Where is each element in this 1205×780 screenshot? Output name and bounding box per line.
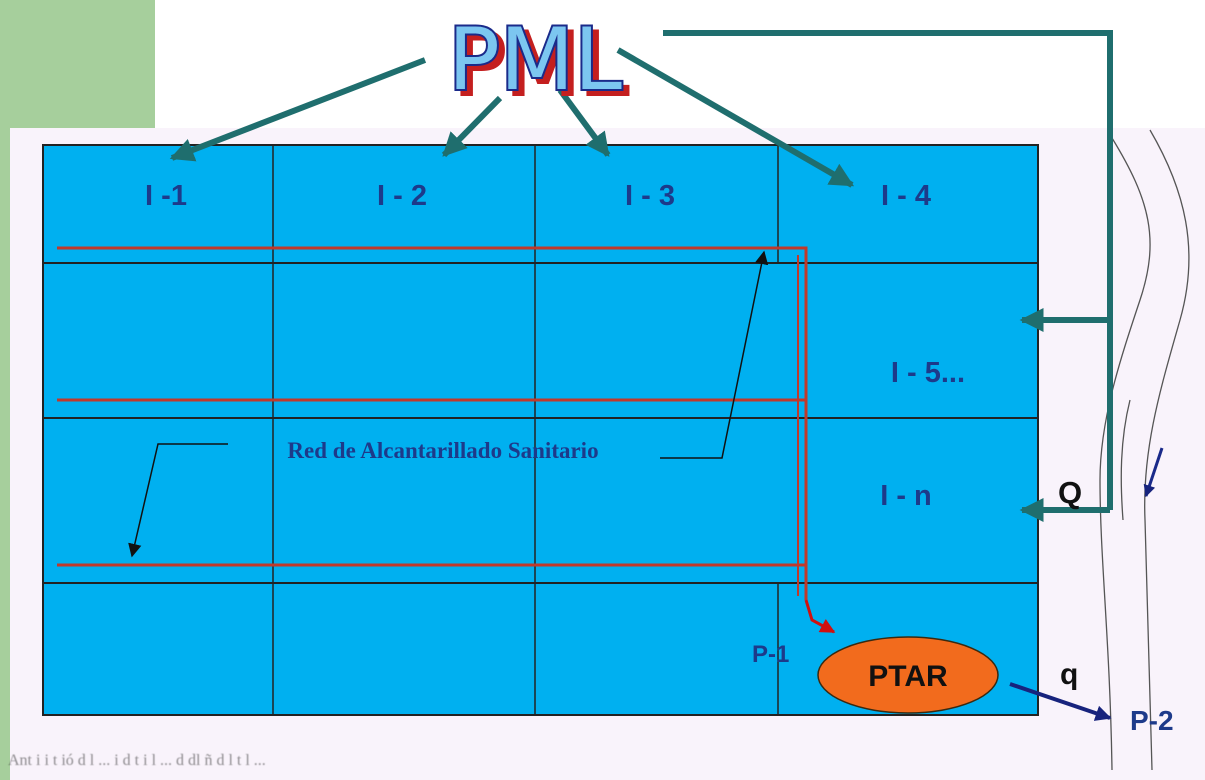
river-bank-left — [1099, 137, 1151, 771]
zone-label-i2: I - 2 — [377, 180, 427, 212]
point-label-p1: P-1 — [752, 641, 789, 668]
zone-labels: I -1 I - 2 I - 3 I - 4 I - 5... I - n — [145, 180, 965, 512]
point-label-p2: P-2 — [1130, 705, 1174, 736]
grid-background — [42, 144, 1039, 716]
river — [1099, 129, 1190, 771]
sewer-to-plant-arrow — [804, 599, 836, 634]
ptar-label: PTAR — [868, 660, 948, 693]
pml-arrows — [169, 30, 1113, 522]
network-label: Red de Alcantarillado Sanitario — [287, 438, 598, 463]
leader-to-bottom-line — [128, 443, 228, 558]
pml-arrow-i4 — [616, 47, 855, 188]
pml-bracket — [663, 30, 1113, 510]
pml-title-shadow: PML — [454, 15, 628, 115]
green-decor-block — [0, 0, 155, 128]
flow-label-q-small: q — [1060, 658, 1078, 691]
river-bank-right — [1144, 129, 1190, 771]
pml-title: PML PML — [446, 8, 630, 117]
zone-label-in: I - n — [880, 480, 932, 512]
network-leaders — [128, 250, 769, 558]
zone-label-i3: I - 3 — [625, 180, 675, 212]
zone-grid — [42, 144, 1039, 716]
pml-arrow-i3 — [557, 88, 611, 157]
sewer-network — [57, 246, 836, 634]
discharge-arrow — [1009, 682, 1112, 721]
ptar-plant — [817, 636, 999, 714]
green-decor-strip — [0, 128, 10, 780]
zone-label-i5: I - 5... — [891, 357, 965, 389]
zone-label-i4: I - 4 — [881, 180, 931, 212]
pml-arrow-i1 — [169, 57, 427, 162]
river-flow-arrow — [1143, 447, 1164, 498]
pml-arrow-i2 — [441, 95, 503, 158]
flow-label-q-big: Q — [1058, 475, 1082, 510]
figure-caption: Ant i i t ió d l ... i d t i l ... d dl … — [8, 752, 266, 769]
pml-title-text: PML — [448, 10, 622, 110]
river-bank-center — [1120, 399, 1131, 521]
leader-to-top-line — [660, 250, 769, 459]
zone-label-i1: I -1 — [145, 180, 187, 212]
sewer-line-top — [57, 246, 808, 600]
